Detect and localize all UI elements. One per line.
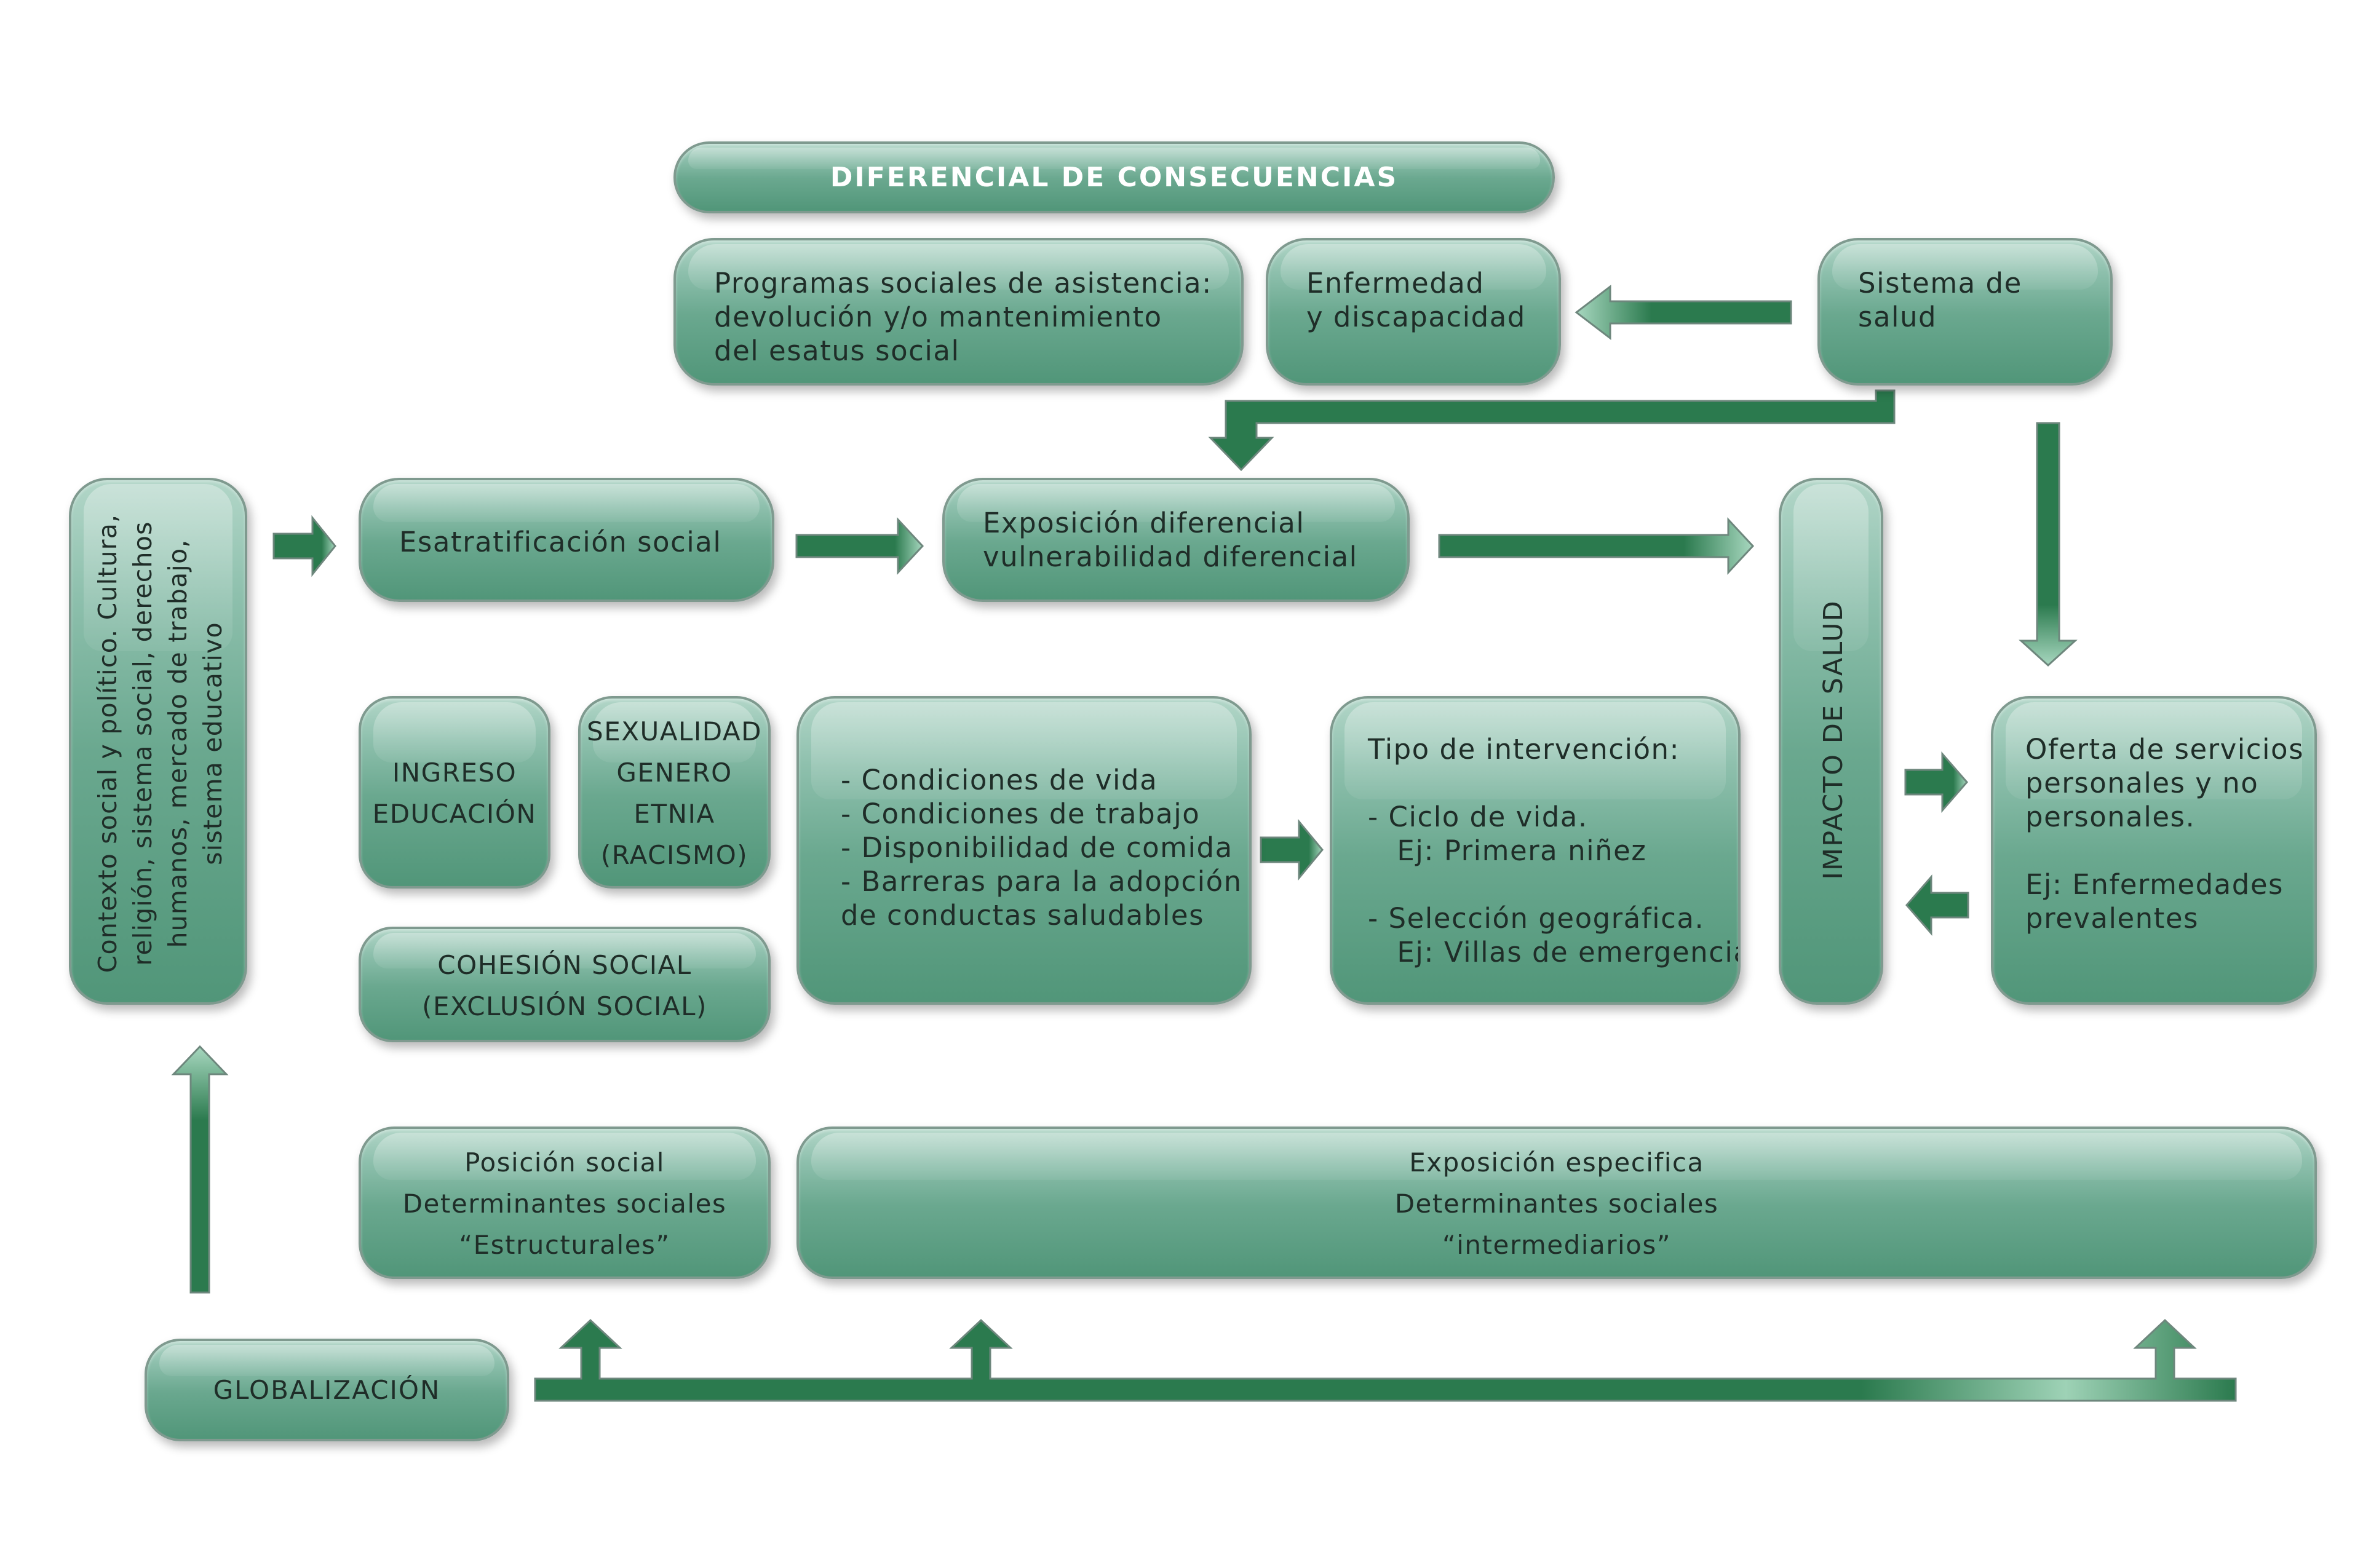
header-title: DIFERENCIAL DE CONSECUENCIAS [830,162,1399,193]
programas-label: Programas sociales de asistencia: devolu… [714,267,1212,367]
box-oferta-de-servicios: Oferta de servicios personales y no pers… [1991,696,2317,1005]
arrow-impacto-to-oferta [1904,751,1968,814]
oferta-label: Oferta de servicios personales y no pers… [2025,733,2305,935]
box-cohesion-social: COHESIÓN SOCIAL (EXCLUSIÓN SOCIAL) [359,927,771,1042]
enfermedad-label: Enfermedad y discapacidad [1306,267,1526,333]
box-sistema-de-salud: Sistema de salud [1817,238,2113,386]
box-sexualidad-genero-etnia: SEXUALIDAD GENERO ETNIA (RACISMO) [578,696,771,889]
condiciones-label: - Condiciones de vida - Condiciones de t… [841,764,1242,932]
box-tipo-de-intervencion: Tipo de intervención: - Ciclo de vida. E… [1330,696,1741,1005]
box-globalizacion: GLOBALIZACIÓN [145,1339,509,1441]
arrow-sistema-to-oferta [2019,422,2078,667]
arrow-exposicion-to-impacto [1438,517,1755,575]
posicion-label: Posición social Determinantes sociales “… [402,1147,727,1260]
arrow-estratificacion-to-exposicion [795,517,924,575]
arrow-oferta-to-impacto [1905,874,1969,936]
sistema-label: Sistema de salud [1858,267,2022,333]
box-ingreso-educacion: INGRESO EDUCACIÓN [359,696,550,889]
cohesion-label: COHESIÓN SOCIAL (EXCLUSIÓN SOCIAL) [422,950,707,1021]
arrow-sistema-to-exposicion [1208,389,1896,472]
box-enfermedad-discapacidad: Enfermedad y discapacidad [1266,238,1561,386]
exposicion-label: Exposición diferencial vulnerabilidad di… [983,507,1358,573]
arrow-globalizacion-bus [534,1318,2237,1402]
box-estratificacion-social: Esatratificación social [359,478,774,602]
arrow-condiciones-to-intervencion [1260,818,1324,881]
globalizacion-label: GLOBALIZACIÓN [213,1375,441,1405]
box-condiciones: - Condiciones de vida - Condiciones de t… [796,696,1252,1005]
arrow-sistema-to-enfermedad [1575,284,1792,341]
box-exposicion-diferencial: Exposición diferencial vulnerabilidad di… [942,478,1410,602]
intervencion-label: Tipo de intervención: - Ciclo de vida. E… [1368,733,1741,968]
box-exposicion-especifica: Exposición especifica Determinantes soci… [796,1127,2317,1279]
especifica-label: Exposición especifica Determinantes soci… [1394,1147,1719,1260]
sexualidad-label: SEXUALIDAD GENERO ETNIA (RACISMO) [587,716,762,870]
box-posicion-social: Posición social Determinantes sociales “… [359,1127,771,1279]
estratificacion-label: Esatratificación social [399,526,722,558]
impacto-label: IMPACTO DE SALUD [1818,600,1849,880]
arrow-contexto-to-estratificacion [272,515,336,577]
ingreso-label: INGRESO EDUCACIÓN [372,758,537,829]
box-impacto-de-salud: IMPACTO DE SALUD [1779,478,1883,1005]
box-contexto-social-politico: Contexto social y político. Cultura, rel… [69,478,247,1005]
header-diferencial-consecuencias: DIFERENCIAL DE CONSECUENCIAS [673,141,1555,213]
box-programas-sociales: Programas sociales de asistencia: devolu… [673,238,1244,386]
contexto-label: Contexto social y político. Cultura, rel… [93,513,228,973]
arrow-globalizacion-to-contexto [171,1045,229,1294]
